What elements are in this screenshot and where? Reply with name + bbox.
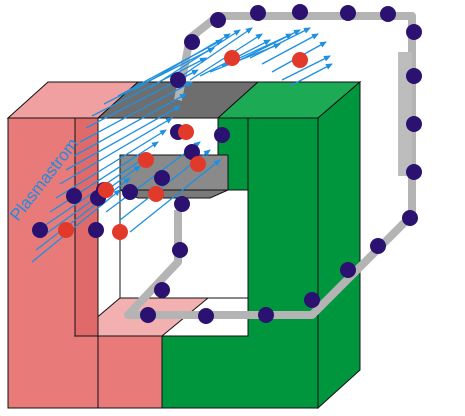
right-yoke-front	[161, 117, 319, 409]
electron-dot	[214, 127, 230, 143]
electron-dot	[170, 72, 186, 88]
right-yoke-side	[317, 80, 361, 410]
ion-dot	[224, 50, 240, 66]
electron-dot	[174, 196, 190, 212]
electron-dot	[88, 222, 104, 238]
plasma-arrow	[39, 165, 141, 239]
electron-dot	[406, 24, 422, 40]
electron-dot	[406, 164, 422, 180]
plasma-arrow	[35, 177, 131, 251]
particles	[32, 4, 422, 324]
electron-dot	[258, 307, 274, 323]
plasma-arrow	[79, 81, 193, 143]
electron-dot	[406, 116, 422, 132]
electron-dot	[32, 222, 48, 238]
plasma-arrow	[249, 27, 311, 59]
electron-dot	[154, 282, 170, 298]
plasma-flow-arrows	[31, 27, 333, 263]
electron-dot	[172, 242, 188, 258]
plasma-arrow	[133, 33, 231, 91]
plasma-arrow	[73, 93, 187, 157]
electron-dot	[380, 6, 396, 22]
ion-dot	[292, 52, 308, 68]
ion-dot	[112, 224, 128, 240]
electron-dot	[66, 188, 82, 204]
electron-dot	[406, 68, 422, 84]
ion-dot	[178, 124, 194, 140]
electron-dot	[122, 184, 138, 200]
pole-piece	[119, 154, 229, 191]
plasma-arrow	[91, 57, 207, 117]
plasma-arrow	[129, 159, 221, 233]
electron-dot	[304, 292, 320, 308]
plasma-arrow	[65, 105, 181, 171]
electron-dot	[154, 170, 170, 186]
ion-dot	[58, 222, 74, 238]
plasma-arrow	[59, 117, 173, 185]
plasma-arrow	[31, 189, 121, 263]
electron-dot	[370, 238, 386, 254]
electron-dot	[184, 144, 200, 160]
electron-dot	[210, 12, 226, 28]
return-path-block	[398, 52, 412, 176]
plasma-arrow	[281, 55, 331, 81]
electron-dot	[198, 308, 214, 324]
ion-dot	[148, 186, 164, 202]
ion-dot	[138, 152, 154, 168]
electron-dot	[184, 34, 200, 50]
plasma-arrow	[261, 33, 319, 65]
plasma-arrow	[289, 63, 333, 87]
electron-dot	[402, 210, 418, 226]
electron-dot	[140, 307, 156, 323]
electron-dot	[340, 262, 356, 278]
ion-dot	[190, 156, 206, 172]
electron-dot	[250, 5, 266, 21]
electron-dot	[340, 5, 356, 21]
ion-dot	[98, 182, 114, 198]
electron-dot	[292, 4, 308, 20]
plasma-arrow	[235, 29, 301, 63]
plasma-arrow	[149, 29, 241, 89]
plasma-arrow	[55, 129, 167, 199]
